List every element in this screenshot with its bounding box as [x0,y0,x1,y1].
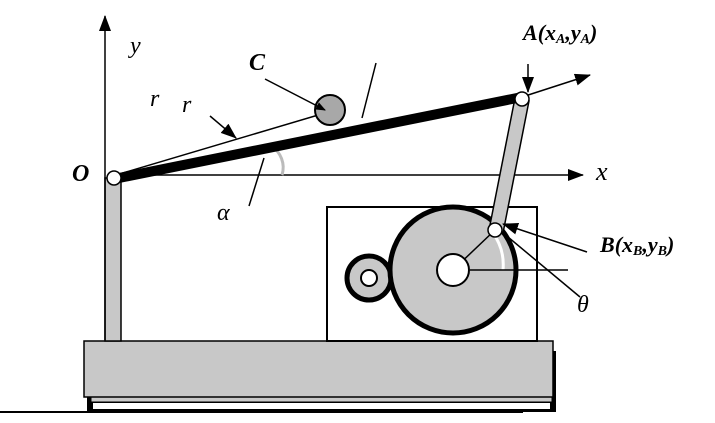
pivot-a [514,91,530,107]
x-axis-label: x [595,157,608,186]
theta-leader [501,231,581,298]
r-pointer-arrow [209,115,237,139]
r-label-2: r [182,92,192,118]
ball-pointer [264,78,326,111]
base-platform [83,340,556,412]
pivot-b [487,222,503,238]
r-label-1: r [150,86,160,112]
b-pointer [502,223,588,253]
theta-label: θ [577,292,589,318]
wheel-hub [436,253,470,287]
point-b-label: B(xB,yB) [599,232,674,259]
ball-label: C [249,50,266,76]
y-axis-label: y [128,33,141,59]
small-gear [344,253,394,303]
drive-wheel [387,204,568,336]
small-gear-hub [360,269,378,287]
pivot-o [106,170,122,186]
beam [113,92,523,184]
point-a-label: A(xA,yA) [521,20,597,47]
support-post [104,177,122,342]
alpha-label: α [217,200,230,226]
ball [314,94,346,126]
alpha-leader [248,157,265,207]
base-top-plate [83,340,554,398]
beam-normal-tick [361,62,377,119]
base-bottom-gap [93,403,550,409]
origin-label: O [72,161,89,187]
beam-direction-arrow [521,73,591,98]
r-vector [115,111,326,176]
